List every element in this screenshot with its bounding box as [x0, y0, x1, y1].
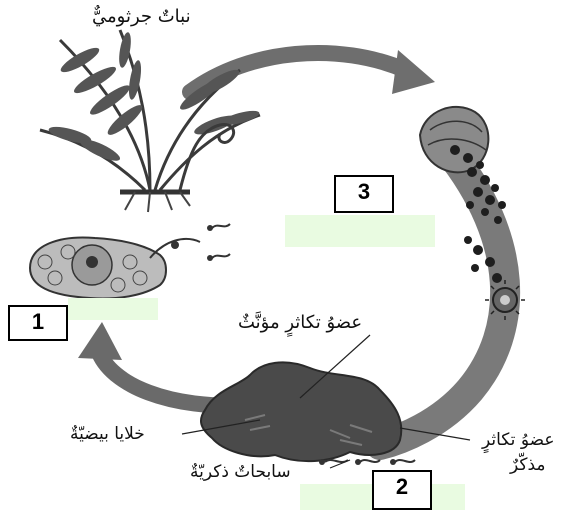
- answer-field-3[interactable]: [285, 215, 435, 247]
- label-fern-plant: نباتٌ جرثوميٌّ: [92, 6, 191, 27]
- label-egg-cells: خلايا بيضيّةٌ: [70, 424, 145, 444]
- number-box-1: 1: [8, 305, 68, 341]
- number-box-2: 2: [372, 470, 432, 510]
- label-male-organ-line2: مذكّرٌ: [510, 455, 546, 475]
- answer-field-1[interactable]: [68, 298, 158, 320]
- label-sperm: سابحاتٌ ذكريّةٌ: [190, 462, 291, 482]
- label-female-organ: عضوُ تكاثرٍ مؤنَّثٌ: [238, 312, 362, 333]
- number-box-3: 3: [334, 175, 394, 213]
- label-male-organ-line1: عضوُ تكاثرٍ: [482, 430, 554, 450]
